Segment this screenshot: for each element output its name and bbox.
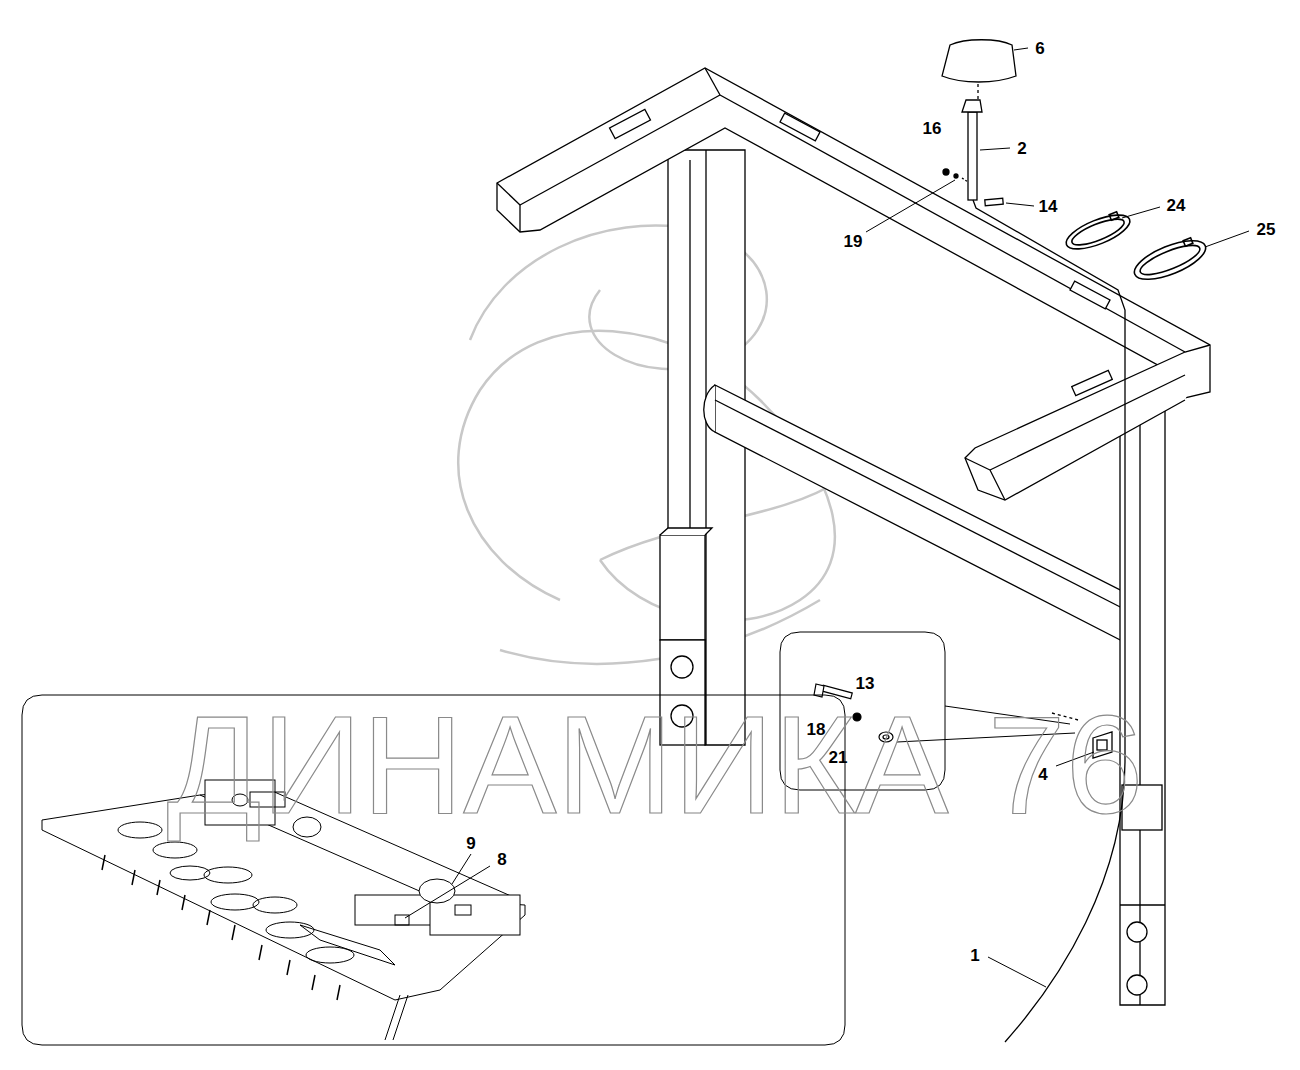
callout-number: 24 bbox=[1167, 197, 1186, 214]
callout-number: 14 bbox=[1039, 198, 1058, 215]
callout-number: 16 bbox=[923, 120, 942, 137]
leader-lines bbox=[405, 48, 1249, 987]
watermark: ДИНАМИКА 76 bbox=[167, 695, 1144, 835]
grommets bbox=[1062, 208, 1210, 287]
callout-number: 9 bbox=[466, 835, 475, 852]
callout-number: 1 bbox=[970, 947, 979, 964]
callout-number: 25 bbox=[1257, 221, 1276, 238]
callout-number: 13 bbox=[856, 675, 875, 692]
callout-number: 8 bbox=[497, 851, 506, 868]
callout-number: 19 bbox=[844, 233, 863, 250]
wire bbox=[973, 200, 1125, 1042]
cab-frame bbox=[497, 68, 1210, 1005]
callout-number: 6 bbox=[1035, 40, 1044, 57]
callout-number: 2 bbox=[1017, 140, 1026, 157]
